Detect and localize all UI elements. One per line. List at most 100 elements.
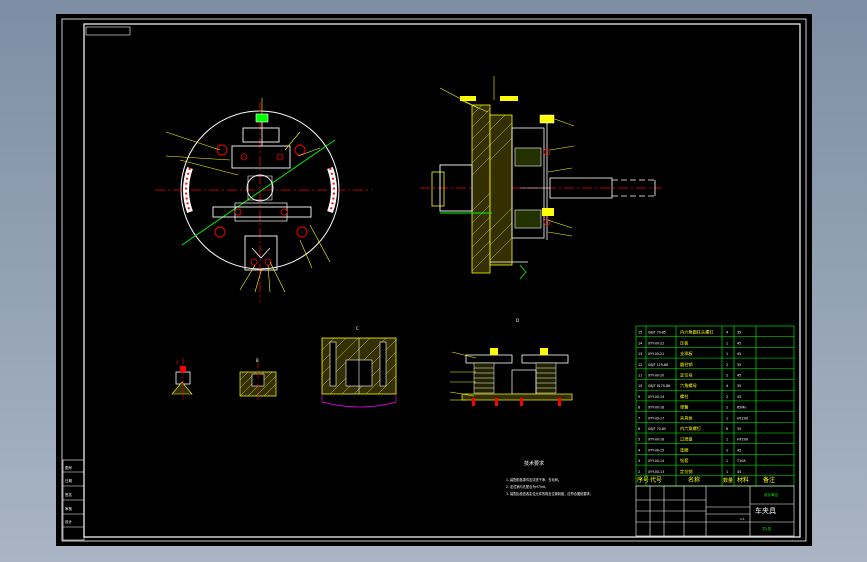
bom-cell-mat: 45 (737, 341, 741, 345)
bom-cell-qty: 1 (726, 438, 728, 442)
bom-cell-name: 内六角圆柱头螺钉 (680, 329, 714, 336)
bom-cell-mat: 45 (737, 470, 741, 474)
bom-cell-no: 12 (638, 363, 642, 367)
bom-header-code: 代号 (650, 476, 662, 484)
bom-cell-mat: 45 (737, 352, 741, 356)
detail-view-c: C (321, 326, 397, 408)
bom-cell-code: XYY-00-21 (648, 352, 664, 356)
bom-cell-mat: 45 (737, 374, 741, 378)
label-view-a: A (176, 360, 179, 365)
bom-cell-code: XYY-00-22 (648, 341, 664, 345)
tech-note-2: 2. 定位销与孔配合为H7/n6。 (506, 484, 548, 489)
margin-label-5: 设计 (65, 519, 72, 524)
bom-cell-no: 2 (638, 470, 640, 474)
outer-frame (61, 18, 807, 542)
bom-cell-mat: 45 (737, 395, 741, 399)
bom-header-mat: 材料 (737, 476, 749, 484)
bom-header: 序号 代号 名称 数量 材料 备注 (637, 476, 775, 484)
bom-cell-no: 11 (638, 374, 642, 378)
bom-header-name: 名称 (688, 476, 700, 484)
bom-cell-name: 六角螺母 (680, 382, 697, 389)
bom-cell-name: 定位销 (680, 468, 693, 475)
margin-label-3: 签名 (65, 492, 72, 497)
bom-cell-qty: 2 (726, 406, 728, 410)
inner-frame (83, 23, 801, 538)
margin-label-1: 图号 (65, 465, 72, 470)
bom-cell-qty: 2 (726, 395, 728, 399)
bom-cell-mat: HT200 (737, 416, 748, 420)
bom-cell-no: 15 (638, 331, 642, 335)
left-margin-labels: 图号 日期 签名 审核 设计 (65, 465, 72, 524)
bom-header-qty: 数量 (723, 477, 733, 484)
bom-cell-mat: 35 (737, 331, 741, 335)
left-margin-table (62, 459, 85, 541)
label-view-b: B (256, 358, 259, 363)
bom-cell-qty: 1 (726, 352, 728, 356)
bom-cell-name: 圆柱销 (680, 361, 693, 368)
bom-cell-qty: 2 (726, 374, 728, 378)
bom-cell-no: 6 (638, 427, 640, 431)
detail-view-b: B (239, 358, 277, 400)
detail-view-a: A (171, 358, 193, 400)
bom-cell-mat: 45 (737, 448, 741, 452)
bom-cell-qty: 1 (726, 459, 728, 463)
bom-cell-qty: 2 (726, 363, 728, 367)
bom-cell-name: 压板 (680, 339, 689, 346)
bom-cell-mat: 65Mn (737, 406, 746, 410)
bom-cell-qty: 1 (726, 416, 728, 420)
bom-cell-name: 支承板 (680, 350, 693, 357)
sheet-count: 共1张 (762, 526, 772, 531)
bom-cell-qty: 4 (726, 331, 728, 335)
side-section-view (420, 76, 662, 280)
bom-cell-qty: 4 (726, 384, 728, 388)
title-block (635, 485, 795, 537)
bom-cell-code: XYY-00-14 (648, 459, 664, 463)
bom-cell-code: XYY-00-19 (648, 395, 664, 399)
bom-cell-code: XYY-00-18 (648, 406, 664, 410)
design-unit: 设计单位 (764, 492, 778, 497)
label-view-c: C (356, 326, 359, 331)
detail-view-d: D (449, 318, 573, 406)
scale-value: 1:1 (740, 517, 745, 521)
bom-cell-code: GB/T 119-86 (648, 363, 668, 367)
bom-cell-no: 10 (638, 384, 642, 388)
bom-cell-no: 9 (638, 395, 640, 399)
tech-note-3: 3. 装配后检查各定位元件的相互位置精度，应符合图纸要求。 (506, 491, 593, 496)
bom-cell-code: XYY-00-16 (648, 438, 664, 442)
drawing-name: 车夹具 (755, 506, 776, 515)
bom-cell-code: XYY-00-17 (648, 416, 664, 420)
bom-cell-mat: 35 (737, 427, 741, 431)
tech-notes-title: 技术要求 (524, 460, 544, 467)
bom-cell-name: 内六角螺钉 (680, 425, 702, 432)
drawing-sheet (56, 14, 812, 546)
bom-cell-no: 8 (638, 406, 640, 410)
bom-cell-no: 13 (638, 352, 642, 356)
tech-notes: 技术要求 1. 装配前各零件应清洗干净，去毛刺。 2. 定位销与孔配合为H7/n… (506, 460, 593, 496)
bom-cell-code: GB/T 70-85 (648, 427, 666, 431)
bom-header-no: 序号 (637, 476, 649, 484)
bom-cell-name: 螺柱 (680, 393, 689, 400)
bom-cell-mat: 35 (737, 363, 741, 367)
bom-cell-no: 3 (638, 459, 640, 463)
bom-cell-code: XYY-00-13 (648, 470, 664, 474)
bom-cell-code: GB/T 70-85 (648, 331, 666, 335)
bom-cell-no: 14 (638, 341, 642, 345)
bom-cell-no: 7 (638, 416, 640, 420)
bom-cell-qty: 1 (726, 470, 728, 474)
bom-cell-code: XYY-00-15 (648, 448, 664, 452)
bom-cell-qty: 1 (726, 341, 728, 345)
bom-header-note: 备注 (763, 476, 775, 484)
label-view-d: D (516, 318, 519, 323)
corner-label-box (85, 26, 131, 36)
tech-note-1: 1. 装配前各零件应清洗干净，去毛刺。 (506, 477, 561, 482)
bom-cell-no: 5 (638, 438, 640, 442)
bom-cell-name: 夹具体 (680, 414, 693, 421)
bom-cell-mat: HT200 (737, 438, 748, 442)
margin-label-2: 日期 (65, 478, 72, 483)
bom-cell-name: 定位块 (680, 372, 693, 379)
margin-label-4: 审核 (65, 506, 72, 511)
bom-cell-name: 过渡盘 (680, 436, 693, 443)
bom-cell-mat: 35 (737, 384, 741, 388)
